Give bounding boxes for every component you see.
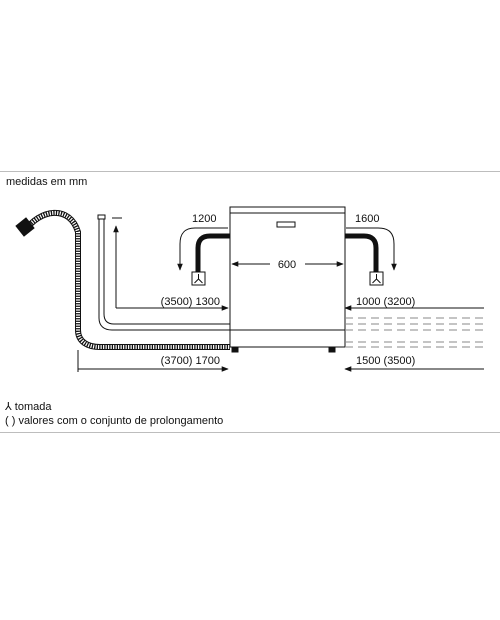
right-water-hose-label: 1000 (3200) <box>356 296 415 308</box>
drain-hose <box>98 228 230 331</box>
top-divider <box>0 171 500 172</box>
right-power-cable-label: 1500 (3500) <box>356 355 415 367</box>
left-water-hose-label: (3500) 1300 <box>161 296 220 308</box>
socket-label: tomada <box>14 401 52 413</box>
left-power-cable-label: (3700) 1700 <box>161 355 220 367</box>
bottom-divider <box>0 432 500 433</box>
units-note: medidas em mm <box>6 176 88 188</box>
legend-socket: ⅄ tomada <box>5 401 52 414</box>
left-drain-pipe <box>191 233 230 286</box>
socket-symbol-icon: ⅄ <box>5 401 12 413</box>
dishwasher-outline <box>229 206 346 353</box>
water-tap-icon <box>97 214 122 228</box>
legend-extension-note: ( ) valores com o conjunto de prolongame… <box>5 415 224 427</box>
right-drain-pipe <box>345 233 384 286</box>
dimension-arrows <box>77 225 484 372</box>
inlet-hose <box>15 209 230 350</box>
right-drain-height-label: 1600 <box>355 213 379 225</box>
left-drain-height-label: 1200 <box>192 213 216 225</box>
appliance-width-label: 600 <box>278 259 296 271</box>
right-guide-lines <box>345 317 486 348</box>
